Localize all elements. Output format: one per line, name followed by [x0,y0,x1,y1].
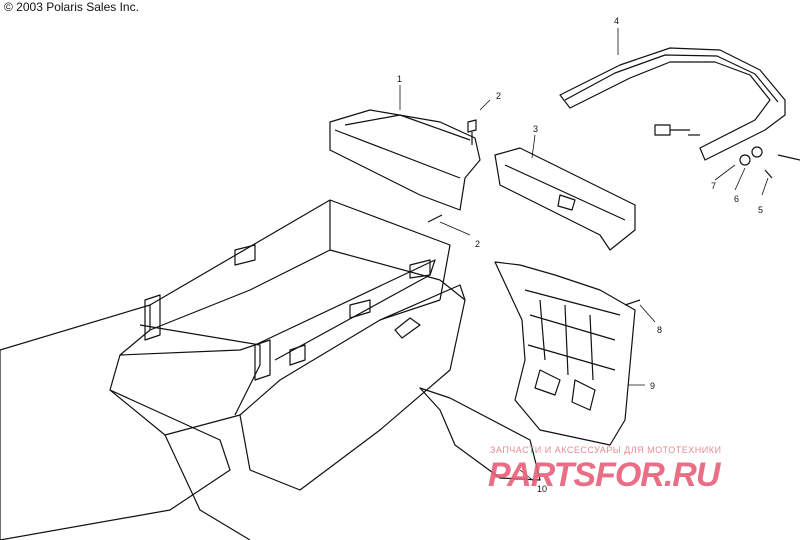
callout-2-top: 2 [496,91,501,101]
leader-lines [399,28,769,483]
callout-4: 4 [614,16,619,26]
snow-flap-part-9 [494,261,636,446]
callout-10: 10 [537,484,547,494]
callout-5: 5 [758,205,763,215]
chassis-tunnel [0,199,466,540]
callout-9: 9 [650,381,655,391]
callout-2-bottom: 2 [475,239,480,249]
callout-7: 7 [711,181,716,191]
copyright-notice: © 2003 Polaris Sales Inc. [4,0,139,14]
mount-strip-part-10 [419,387,541,481]
watermark-logo: PARTSFOR.RU [488,456,720,494]
callout-8: 8 [657,325,662,335]
watermark-tagline: ЗАПЧАСТИ И АКСЕССУАРЫ ДЛЯ МОТОТЕХНИКИ [490,445,722,455]
callout-6: 6 [734,194,739,204]
seat-base-part-1 [329,109,481,211]
rear-bracket-part-3 [494,147,636,251]
grab-bar-part-4 [559,47,786,161]
callout-1: 1 [397,74,402,84]
callout-3: 3 [533,124,538,134]
fasteners [427,119,800,306]
